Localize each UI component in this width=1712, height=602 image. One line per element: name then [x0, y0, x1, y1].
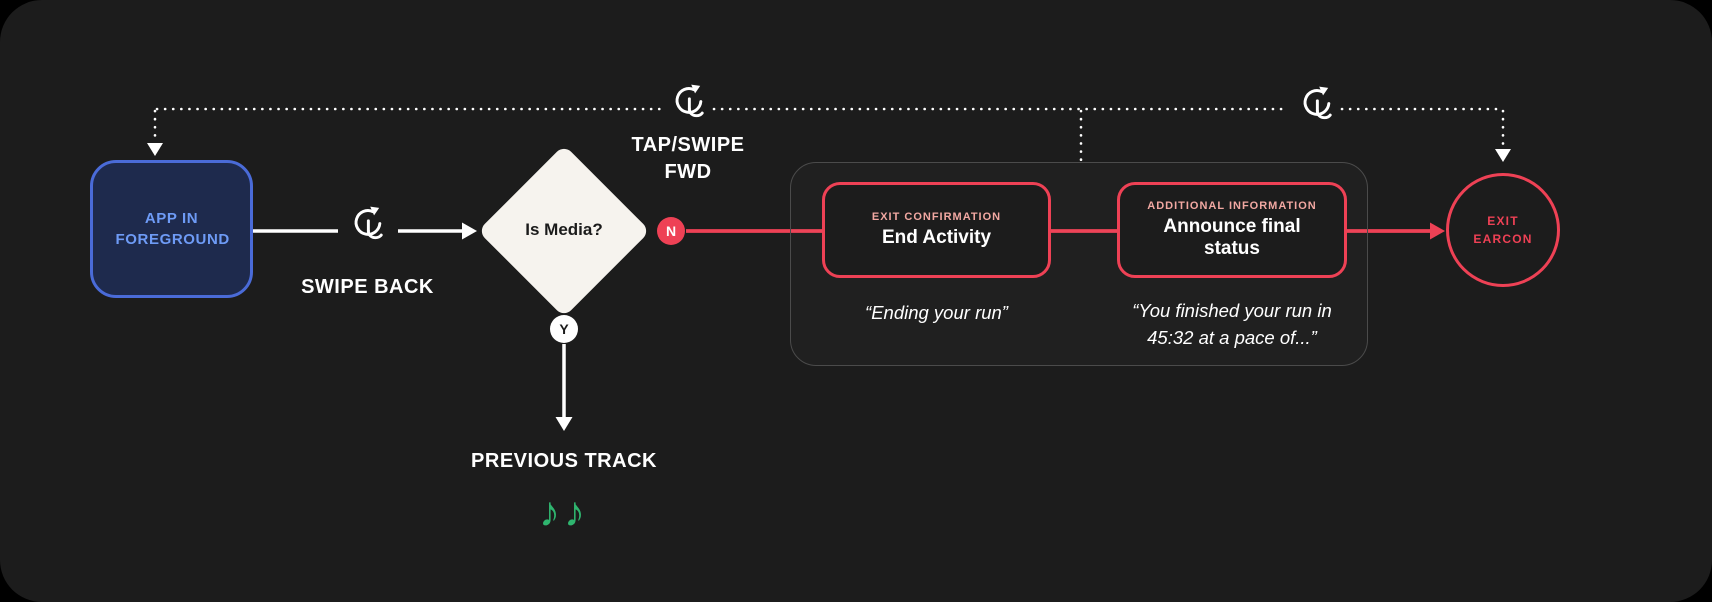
exit-flow-group [790, 162, 1368, 366]
end-activity-eyebrow: EXIT CONFIRMATION [871, 210, 1002, 223]
tap-swipe-gesture-icon [666, 80, 710, 124]
end-activity-title: End Activity [881, 226, 992, 248]
no-badge: N [657, 217, 685, 245]
swipe-back-label: SWIPE BACK [301, 276, 434, 298]
gesture-icon-right [1294, 82, 1338, 126]
node-exit-earcon: EXIT EARCON [1446, 173, 1560, 287]
announce-eyebrow: ADDITIONAL INFORMATION [1147, 199, 1317, 212]
decision-label: Is Media? [525, 220, 603, 239]
node-app-in-foreground: APP IN FOREGROUND [90, 160, 253, 298]
previous-track-label: PREVIOUS TRACK [471, 450, 657, 472]
announce-title: Announce final status [1163, 215, 1301, 259]
swipe-gesture-icon [345, 202, 389, 246]
node-announce-final-status: ADDITIONAL INFORMATION Announce final st… [1117, 182, 1347, 278]
node-end-activity: EXIT CONFIRMATION End Activity [822, 182, 1051, 278]
music-notes-icon: ♪♪ [539, 488, 589, 535]
announce-quote: “You finished your run in 45:32 at a pac… [1132, 300, 1332, 348]
exit-earcon-label: EXIT EARCON [1473, 214, 1533, 246]
yes-badge: Y [550, 315, 578, 343]
app-in-foreground-label: APP IN FOREGROUND [115, 210, 230, 248]
end-activity-quote: “Ending your run” [865, 302, 1008, 323]
tap-swipe-fwd-label: TAP/SWIPE FWD [631, 134, 745, 183]
